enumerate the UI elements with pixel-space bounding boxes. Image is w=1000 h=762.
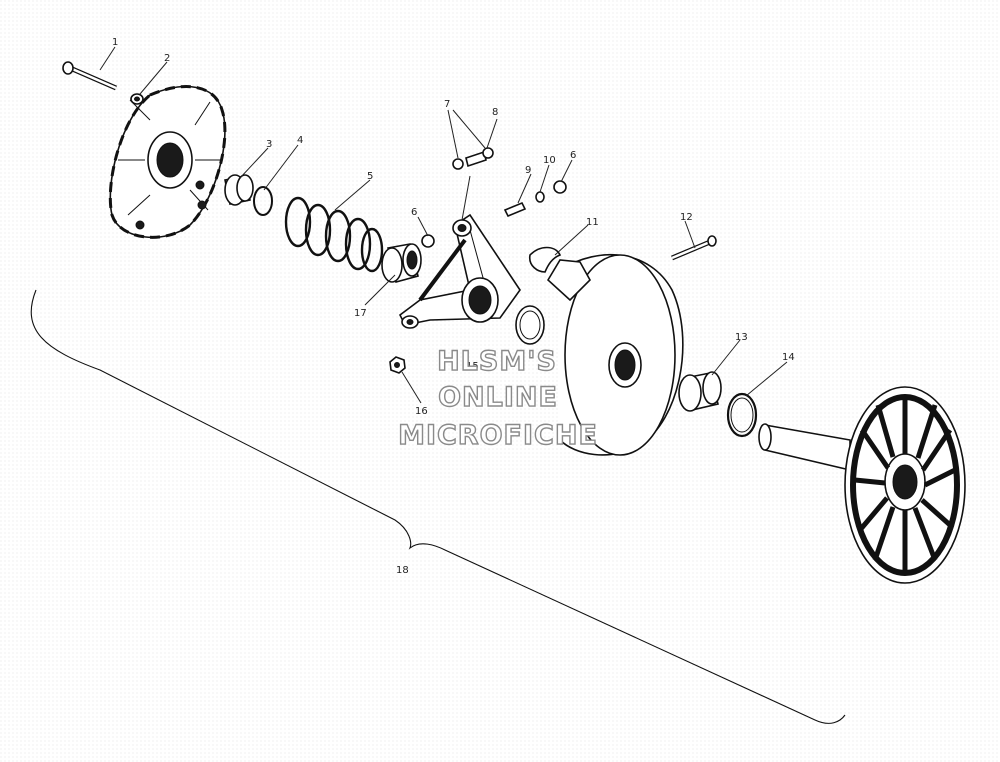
part-15-ring [515, 305, 545, 345]
callout-13: 13 [735, 332, 748, 343]
callout-11: 11 [586, 217, 599, 228]
callout-10: 10 [543, 155, 556, 166]
watermark-line-2: ONLINE [438, 382, 558, 413]
callout-3: 3 [266, 139, 272, 150]
part-14-ring [726, 392, 758, 438]
callout-1: 1 [112, 37, 118, 48]
watermark-line-3: MICROFICHE [398, 420, 598, 451]
part-12-bolt [671, 235, 717, 261]
callout-5: 5 [367, 171, 373, 182]
callout-15: 15 [466, 361, 479, 372]
assembly-brace [30, 289, 846, 724]
callout-6-left: 6 [411, 207, 417, 218]
part-16-nut [389, 356, 406, 374]
callout-labels: 1 2 3 4 5 6 7 8 9 10 6 11 12 13 14 15 16… [112, 37, 795, 576]
fixed-sheave-shaft [758, 386, 966, 584]
watermark-line-1: HLSM'S [437, 346, 557, 377]
part-10-washer [535, 191, 545, 203]
part-17-spring-cup [381, 243, 422, 283]
callout-17: 17 [354, 308, 367, 319]
part-11-weight [528, 246, 562, 273]
callout-4: 4 [297, 135, 303, 146]
part-6-roller-left [421, 234, 435, 248]
watermark: HLSM'S ONLINE MICROFICHE [397, 345, 598, 451]
callout-16: 16 [415, 406, 428, 417]
callout-14: 14 [782, 352, 795, 363]
callout-8: 8 [492, 107, 498, 118]
part-3-bushing [224, 174, 254, 206]
part-1-bolt [62, 61, 117, 91]
callout-6-right: 6 [570, 150, 576, 161]
part-9-pin [503, 201, 527, 218]
part-5-spring [284, 196, 384, 273]
part-4-snap-ring [253, 186, 273, 216]
cover-housing [108, 85, 227, 239]
part-7-8-pin-washers [452, 147, 494, 170]
moveable-sheave [546, 253, 684, 456]
callout-9: 9 [525, 165, 531, 176]
callout-12: 12 [680, 212, 693, 223]
part-13-bushing [678, 371, 722, 412]
spider-arm-assembly [398, 175, 521, 329]
part-2-washer [130, 93, 144, 105]
part-6-roller-right [553, 180, 567, 194]
callout-2: 2 [164, 53, 170, 64]
leader-lines [99, 46, 788, 404]
callout-18: 18 [396, 565, 409, 576]
callout-7: 7 [444, 99, 450, 110]
